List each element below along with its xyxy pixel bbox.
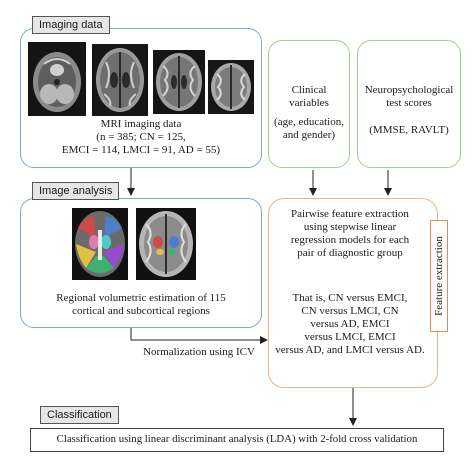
arrow-normalization [131,328,264,340]
